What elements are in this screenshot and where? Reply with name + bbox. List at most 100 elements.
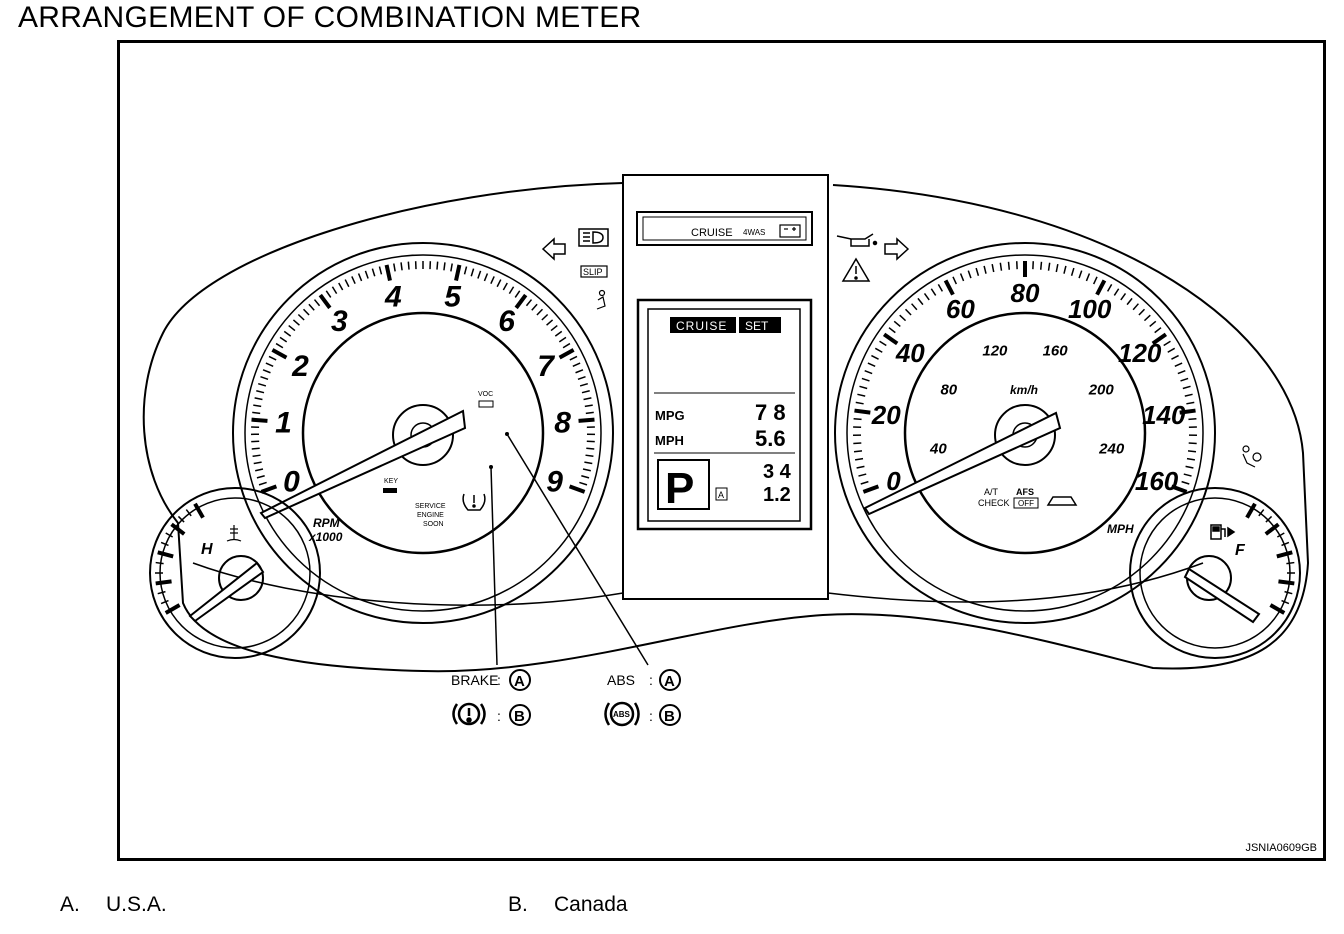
speedo-tick [1063,265,1067,274]
top-4was-label: 4WAS [743,228,765,237]
tach-tick [393,263,396,272]
speedo-tick [874,347,883,353]
tach-tick [275,342,284,349]
speedo-tick [1106,284,1113,292]
speedo-tick [854,408,871,415]
fuel-gauge: F [1129,487,1301,659]
tach-tick [483,273,489,282]
master-warning-icon [841,257,871,282]
tach-tick [585,454,594,458]
abs-marker-a-circle [659,669,681,691]
speedo-tick [911,303,918,311]
cluster-housing [142,182,1310,673]
slip-icon: SLIP [583,267,603,277]
fuel-needle [1183,567,1261,624]
speedo-tick [853,418,862,421]
tach-needle [259,409,467,520]
coolant-temp-icon [226,525,242,542]
speedo-tick [1181,480,1190,485]
speedo-mph-number: 40 [895,338,925,368]
speedo-tick [1188,418,1197,421]
right-turn-arrow-icon [884,237,910,261]
tach-tick [400,262,403,271]
abs-marker-b: B [664,708,675,725]
tach-tick [584,404,593,408]
fuel-tick [1245,502,1257,519]
trip-value: 1.2 [763,484,791,506]
tach-tick [541,313,549,321]
tach-scale-number: 0 [283,465,300,498]
tach-tick [558,336,567,343]
temp-tick [160,599,169,605]
speedo-tick [1186,401,1195,405]
temp-tick [170,522,186,536]
speedo-tick [1007,261,1011,270]
speedo-tick [930,288,937,296]
fuel-pump-icon [1210,524,1236,540]
speedo-tick [991,264,995,273]
temp-tick [155,579,172,586]
key-label: KEY [384,478,398,485]
oil-pressure-icon [836,233,878,247]
speedo-tick [1149,320,1157,328]
tach-tick [578,417,595,423]
tach-tick [331,286,338,294]
afs-line1: AFS [1016,487,1034,497]
tach-tick [463,266,468,275]
tach-scale-number: 5 [444,281,462,314]
legend-item-canada: B.Canada [508,893,628,917]
speedo-tick [1143,314,1151,322]
speedo-mph-number: 140 [1142,400,1186,430]
speedo-tick [904,308,912,316]
tach-scale-number: 8 [554,407,571,440]
at-check-line2: CHECK [978,498,1010,508]
fuel-tick [1269,603,1286,615]
tach-tick [268,355,277,361]
temp-tick [157,550,174,559]
tach-tick [308,303,315,311]
speedo-tick [888,327,896,334]
legend-text-usa: U.S.A. [106,893,167,916]
speedo-tick [1167,347,1176,353]
temp-tick [157,590,166,595]
tach-tick [288,324,296,332]
abs-leader-line [506,433,649,666]
speedo-tick [1085,273,1091,282]
afs-off-box [1013,497,1039,509]
abs-symbol-text: ABS [613,710,631,719]
tach-tick [292,319,300,326]
kmh-unit: km/h [1010,383,1038,397]
tach-tick [586,447,595,450]
tach-scale-number: 2 [291,350,309,383]
speedo-tick [864,369,873,375]
key-icon [383,488,397,493]
tach-tick [443,262,446,271]
gear-box [657,459,710,510]
tach-scale-number: 4 [384,281,402,314]
speedo-tick [975,267,980,276]
tach-tick [251,417,268,423]
tach-scale-number: 6 [498,305,515,338]
speedo-tick [882,332,899,346]
tach-tick [252,454,261,458]
seatbelt-icon [596,289,606,310]
mph-value: 5.6 [755,426,786,451]
abs-marker-a: A [664,673,675,690]
mph-unit: MPH [1107,522,1134,536]
tach-tick [554,330,563,337]
tach-tick [325,290,332,298]
temp-tick [165,532,174,538]
display-cruise-badge [670,317,736,333]
brake-symbol-icon [452,702,486,726]
speedo-mph-number: 100 [1068,294,1112,324]
tach-tick [253,404,262,408]
legend-letter-a: A. [60,893,80,916]
display-cruise-text: CRUISE [676,319,727,333]
tach-tick [490,276,495,285]
tach-face [301,311,545,555]
tach-tick [357,273,363,282]
speedo-ring-2 [846,254,1204,612]
